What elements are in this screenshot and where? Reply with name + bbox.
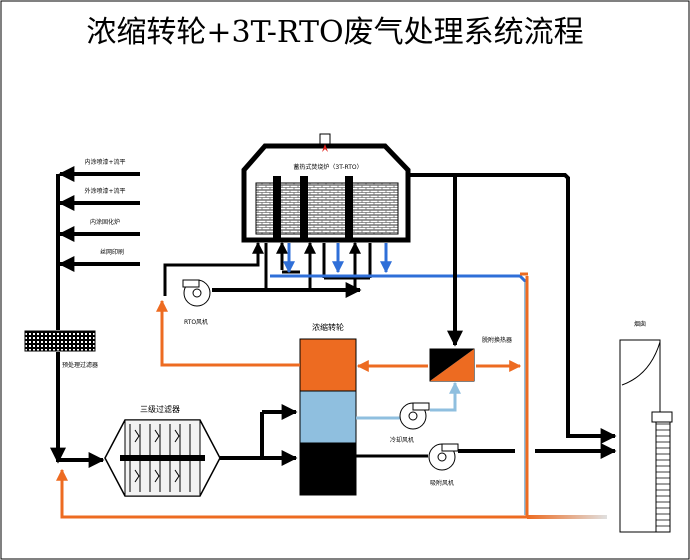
chimney — [619, 339, 673, 533]
desorption-heat-exchanger — [429, 348, 475, 382]
rotor-label: 浓缩转轮 — [312, 322, 344, 332]
rto-label: 蓄热式焚烧炉（3T-RTO） — [293, 163, 362, 171]
cooling-fan — [356, 381, 461, 430]
rto-fan-label: RTO风机 — [184, 318, 208, 326]
rto-furnace — [241, 133, 411, 243]
source-label-4: 丝网印刷 — [100, 248, 124, 256]
prefilter — [24, 330, 96, 352]
adsorption-fan — [356, 443, 617, 471]
chimney-label: 烟囱 — [634, 320, 646, 328]
source-lines — [50, 166, 140, 464]
heat-exchanger-label: 脱附换热器 — [482, 336, 512, 344]
diagram-title: 浓缩转轮+3T-RTO废气处理系统流程 — [86, 15, 583, 50]
source-label-3: 内涂固化炉 — [90, 218, 120, 226]
rto-bottom-pipes — [163, 241, 372, 298]
three-stage-filter — [104, 419, 221, 497]
three-stage-filter-label: 三级过滤器 — [140, 404, 180, 414]
cooling-fan-label: 冷却风机 — [390, 436, 414, 444]
source-label-2: 外涂喷漆+流平 — [84, 187, 125, 195]
source-label-1: 内涂喷漆+流平 — [84, 158, 125, 166]
adsorption-fan-label: 吸附风机 — [430, 479, 454, 487]
prefilter-label: 预处理过滤器 — [62, 361, 98, 369]
concentration-rotor — [299, 338, 357, 496]
rto-exhaust — [408, 173, 617, 444]
orange-flows — [56, 272, 607, 519]
rto-fan — [182, 279, 211, 307]
